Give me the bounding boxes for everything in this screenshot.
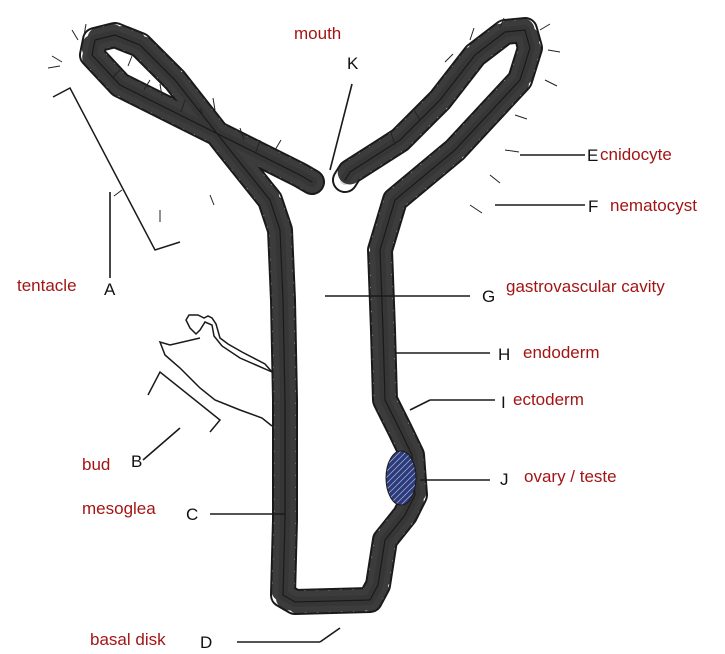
label-J-letter: J [500, 470, 509, 490]
label-K-term: mouth [294, 24, 341, 44]
label-B-letter: B [131, 452, 142, 472]
label-E-letter: E [587, 146, 598, 166]
label-E-term: cnidocyte [600, 145, 672, 165]
label-A-letter: A [104, 280, 115, 300]
label-G-term: gastrovascular cavity [506, 277, 665, 297]
label-H-letter: H [498, 345, 510, 365]
bud [160, 315, 272, 426]
label-F-letter: F [588, 197, 598, 217]
label-C-term: mesoglea [82, 499, 156, 519]
label-I-letter: I [501, 393, 506, 413]
label-K-letter: K [347, 54, 358, 74]
label-D-term: basal disk [90, 630, 166, 650]
ovary [386, 451, 416, 505]
label-F-term: nematocyst [610, 196, 697, 216]
label-D-letter: D [200, 633, 212, 653]
label-H-term: endoderm [523, 343, 600, 363]
label-A-term: tentacle [17, 276, 77, 296]
label-J-term: ovary / teste [524, 467, 617, 487]
body-wall [92, 30, 530, 602]
label-B-term: bud [82, 455, 110, 475]
label-I-term: ectoderm [513, 390, 584, 410]
cell-divisions [92, 30, 530, 602]
label-G-letter: G [482, 287, 495, 307]
label-C-letter: C [186, 505, 198, 525]
brackets [53, 88, 220, 432]
